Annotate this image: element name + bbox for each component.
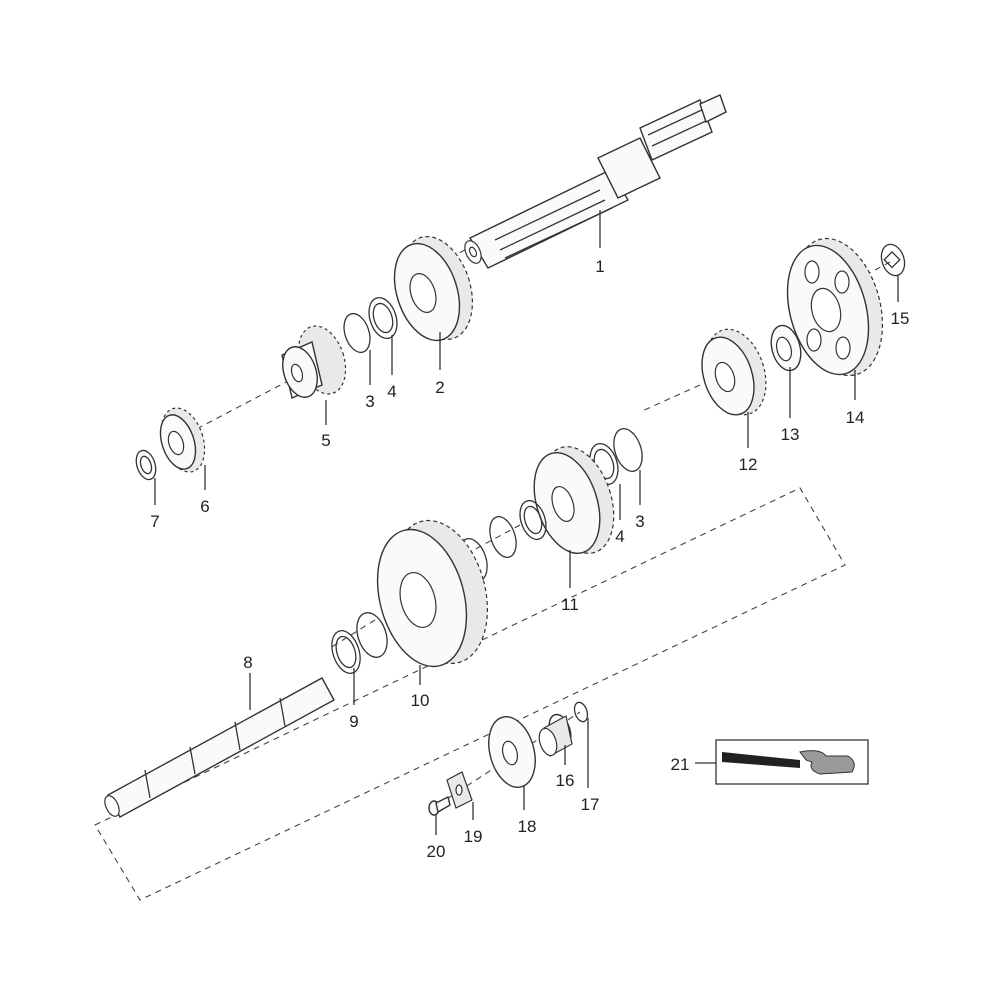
- part-18-sprocket: [488, 716, 536, 788]
- callout-3-lower: 3: [635, 512, 644, 531]
- callout-1: 1: [595, 257, 604, 276]
- part-9-washers: [331, 612, 388, 674]
- callout-17: 17: [581, 795, 600, 814]
- callout-14: 14: [846, 408, 865, 427]
- part-5-dog-gear: [281, 325, 347, 399]
- part-21-tool: [715, 739, 869, 785]
- assembly-axis-lines: [94, 249, 891, 901]
- part-1-main-shaft: [464, 94, 727, 269]
- callout-6: 6: [200, 497, 209, 516]
- callout-15: 15: [891, 309, 910, 328]
- part-19-retainer-plate: [446, 771, 473, 809]
- callout-12: 12: [739, 455, 758, 474]
- callout-7: 7: [150, 512, 159, 531]
- part-2-gear: [393, 235, 474, 342]
- part-14-large-gear: [786, 237, 884, 377]
- part-12-dog-gear: [701, 328, 767, 416]
- callout-2: 2: [435, 378, 444, 397]
- part-15-lock-washer: [880, 243, 906, 277]
- callout-20: 20: [427, 842, 446, 861]
- callout-19: 19: [464, 827, 483, 846]
- callout-13: 13: [781, 425, 800, 444]
- callout-18: 18: [518, 817, 537, 836]
- callout-3: 3: [365, 392, 374, 411]
- callout-4: 4: [387, 382, 396, 401]
- callout-8: 8: [243, 653, 252, 672]
- part-7-washer: [135, 449, 157, 481]
- part-20-bolt: [428, 795, 451, 816]
- callout-21: 21: [671, 755, 690, 774]
- callout-10: 10: [411, 691, 430, 710]
- callout-11: 11: [561, 595, 579, 614]
- part-4-washer-upper: [368, 296, 398, 340]
- part-13-bushing: [770, 324, 802, 372]
- callout-9: 9: [349, 712, 358, 731]
- callout-labels: 1 2 3 4 5 6 7 15 14 13 12 3 4 11 10 9 8 …: [150, 257, 909, 861]
- part-8-countershaft: [104, 677, 335, 818]
- leader-lines: [154, 210, 899, 835]
- part-11-gear: [533, 446, 615, 555]
- part-3-circlip-upper: [343, 312, 371, 354]
- callout-4-lower: 4: [615, 527, 624, 546]
- part-10-large-gear: [376, 519, 488, 668]
- part-6-small-gear: [159, 407, 206, 473]
- part-17-o-ring: [573, 701, 589, 723]
- callout-5: 5: [321, 431, 330, 450]
- part-3-circlip-lower: [613, 428, 643, 472]
- callout-16: 16: [556, 771, 575, 790]
